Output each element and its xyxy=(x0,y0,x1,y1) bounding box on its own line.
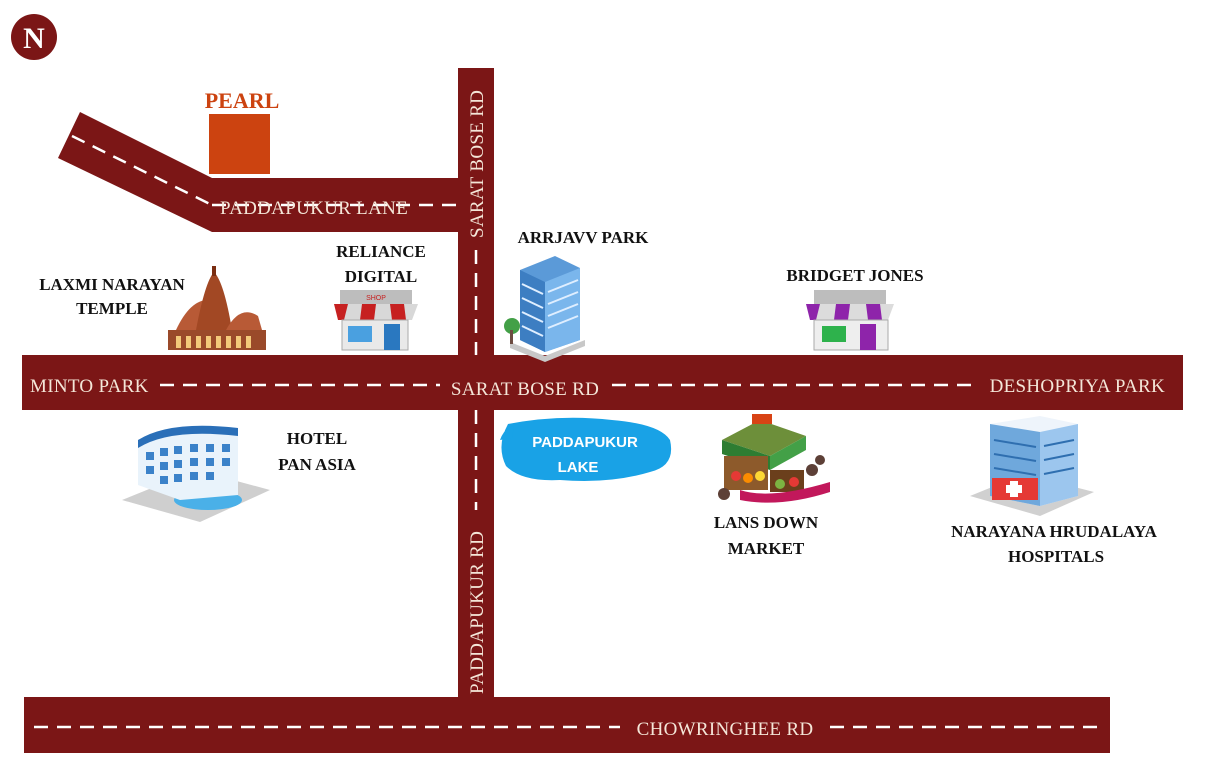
road-label-paddapukur-lane: PADDAPUKUR LANE xyxy=(220,198,408,219)
road-label-sarat-bose-vertical: SARAT BOSE RD xyxy=(467,90,488,238)
market-stall-icon xyxy=(718,414,830,503)
lake-label-1: PADDAPUKUR xyxy=(532,434,638,451)
road-chowringhee-rd xyxy=(24,697,1110,753)
poi-label-hospital-2: HOSPITALS xyxy=(1008,547,1104,566)
road-label-paddapukur-rd: PADDAPUKUR RD xyxy=(467,531,488,694)
shop-purple-icon xyxy=(806,290,894,351)
poi-label-market-1: LANS DOWN xyxy=(714,513,819,532)
pearl-label: PEARL xyxy=(205,88,280,113)
hotel-building-icon xyxy=(122,425,270,522)
poi-label-reliance-2: DIGITAL xyxy=(345,267,417,286)
road-label-sarat-bose-horizontal: SARAT BOSE RD xyxy=(451,379,599,400)
office-building-icon xyxy=(504,256,585,362)
poi-label-hospital-1: NARAYANA HRUDALAYA xyxy=(951,522,1158,541)
compass-letter: N xyxy=(23,22,45,55)
poi-label-bridget-jones: BRIDGET JONES xyxy=(786,266,923,285)
poi-label-laxmi-narayan-1: LAXMI NARAYAN xyxy=(39,275,185,294)
shop-red-icon: SHOP xyxy=(334,290,418,351)
road-paddapukur-lane xyxy=(58,112,458,232)
lake-icon: PADDAPUKUR LAKE xyxy=(500,417,672,481)
road-label-chowringhee-rd: CHOWRINGHEE RD xyxy=(637,719,814,740)
road-paddapukur-rd xyxy=(458,405,494,705)
poi-label-arrjavv-park: ARRJAVV PARK xyxy=(518,228,650,247)
road-sarat-bose-vertical xyxy=(458,68,494,358)
svg-text:SHOP: SHOP xyxy=(366,295,386,302)
poi-label-laxmi-narayan-2: TEMPLE xyxy=(76,299,148,318)
hospital-building-icon xyxy=(970,416,1094,516)
poi-label-reliance-1: RELIANCE xyxy=(336,242,426,261)
road-label-minto-park: MINTO PARK xyxy=(30,376,149,397)
poi-label-market-2: MARKET xyxy=(728,539,805,558)
poi-label-hotel-1: HOTEL xyxy=(287,429,347,448)
road-sarat-bose-horizontal xyxy=(22,355,1183,410)
poi-label-hotel-2: PAN ASIA xyxy=(278,455,356,474)
pearl-marker: PEARL xyxy=(205,88,280,174)
lake-label-2: LAKE xyxy=(558,459,599,476)
road-label-deshopriya-park: DESHOPRIYA PARK xyxy=(990,376,1165,397)
north-compass-icon: N xyxy=(11,14,57,60)
temple-icon xyxy=(168,266,266,350)
